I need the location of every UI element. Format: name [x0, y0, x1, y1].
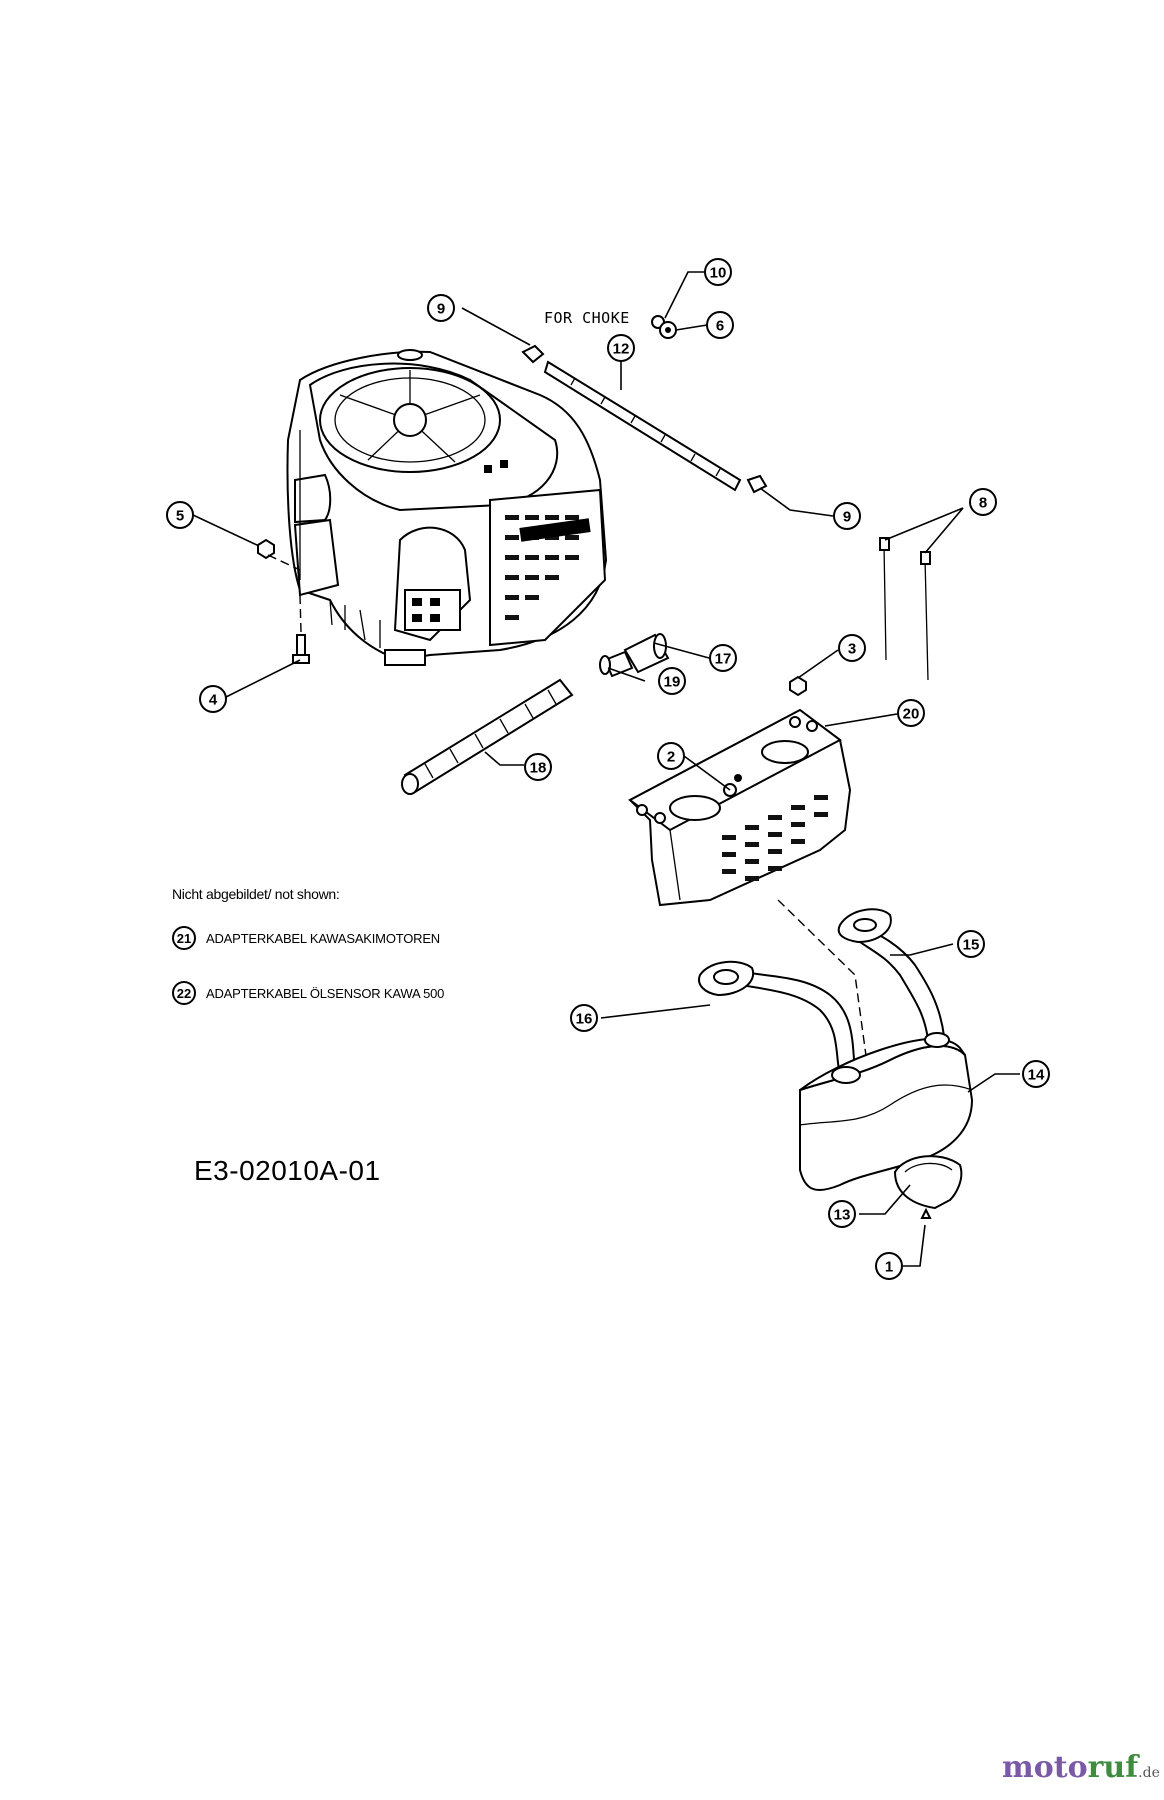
item-description: ADAPTERKABEL KAWASAKIMOTOREN: [206, 930, 440, 946]
callout-label: 1: [885, 1259, 893, 1276]
callout-label: 13: [834, 1207, 851, 1224]
callout-9-top: 9: [427, 294, 455, 322]
not-shown-item: 22 ADAPTERKABEL ÖLSENSOR KAWA 500: [172, 979, 532, 1007]
callout-label: 5: [176, 508, 184, 525]
fan-star: [334, 370, 486, 463]
hose: [401, 678, 574, 795]
callout-20: 20: [897, 699, 925, 727]
callout-label: 6: [716, 318, 724, 335]
callout-label: 10: [710, 265, 727, 282]
engine-assembly: [286, 349, 608, 666]
spark-arrester-deflector: [893, 1155, 963, 1210]
not-shown-item: 21 ADAPTERKABEL KAWASAKIMOTOREN: [172, 924, 532, 952]
callout-3: 3: [838, 634, 866, 662]
callout-label: 15: [963, 937, 980, 954]
callout-label: 12: [613, 341, 630, 358]
callout-14: 14: [1022, 1060, 1050, 1088]
drawing-id: E3-02010A-01: [194, 1155, 381, 1186]
not-shown-heading: Nicht abgebildet/ not shown:: [172, 886, 340, 902]
callout-8: 8: [969, 488, 997, 516]
item-number-badge: 21: [172, 926, 196, 950]
watermark-logo: motoruf.de: [1002, 1750, 1160, 1785]
callout-label: 2: [667, 749, 675, 766]
choke-label: FOR CHOKE: [544, 309, 630, 327]
watermark-part: .de: [1138, 1765, 1160, 1781]
callout-label: 9: [437, 301, 445, 318]
callout-10: 10: [704, 258, 732, 286]
muffler-heat-shield: [628, 708, 852, 907]
callout-13: 13: [828, 1200, 856, 1228]
callout-label: 4: [209, 692, 218, 709]
callout-12: 12: [607, 334, 635, 362]
exhaust-pipes: [698, 908, 946, 1077]
callout-label: 20: [903, 706, 920, 723]
heat-shield-slots: [722, 795, 828, 881]
callout-label: 14: [1028, 1067, 1045, 1084]
bolt: [292, 634, 310, 664]
leader-lines: [192, 271, 1020, 1267]
callout-4: 4: [199, 685, 227, 713]
callout-label: 19: [664, 674, 681, 691]
watermark-part: ruf: [1087, 1750, 1139, 1785]
callout-label: 8: [979, 495, 987, 512]
not-shown-list: Nicht abgebildet/ not shown: 21 ADAPTERK…: [172, 886, 532, 1034]
callout-label: 18: [530, 760, 547, 777]
callout-19: 19: [658, 667, 686, 695]
callout-label: 17: [715, 651, 732, 668]
cooling-fins: [505, 515, 579, 620]
callout-5: 5: [166, 501, 194, 529]
callout-16: 16: [570, 1004, 598, 1032]
callout-label: 3: [848, 641, 856, 658]
callout-18: 18: [524, 753, 552, 781]
callout-label: 16: [576, 1011, 593, 1028]
callout-6: 6: [706, 311, 734, 339]
choke-hose: [543, 360, 742, 492]
callout-9-bottom: 9: [833, 502, 861, 530]
callout-1: 1: [875, 1252, 903, 1280]
callout-2: 2: [657, 742, 685, 770]
callout-17: 17: [709, 644, 737, 672]
muffler: [799, 1032, 974, 1191]
callout-label: 9: [843, 509, 851, 526]
watermark-part: moto: [1002, 1750, 1088, 1785]
fuel-shutoff-valve: [599, 633, 670, 678]
callout-15: 15: [957, 930, 985, 958]
item-description: ADAPTERKABEL ÖLSENSOR KAWA 500: [206, 985, 445, 1001]
item-number-badge: 22: [172, 981, 196, 1005]
